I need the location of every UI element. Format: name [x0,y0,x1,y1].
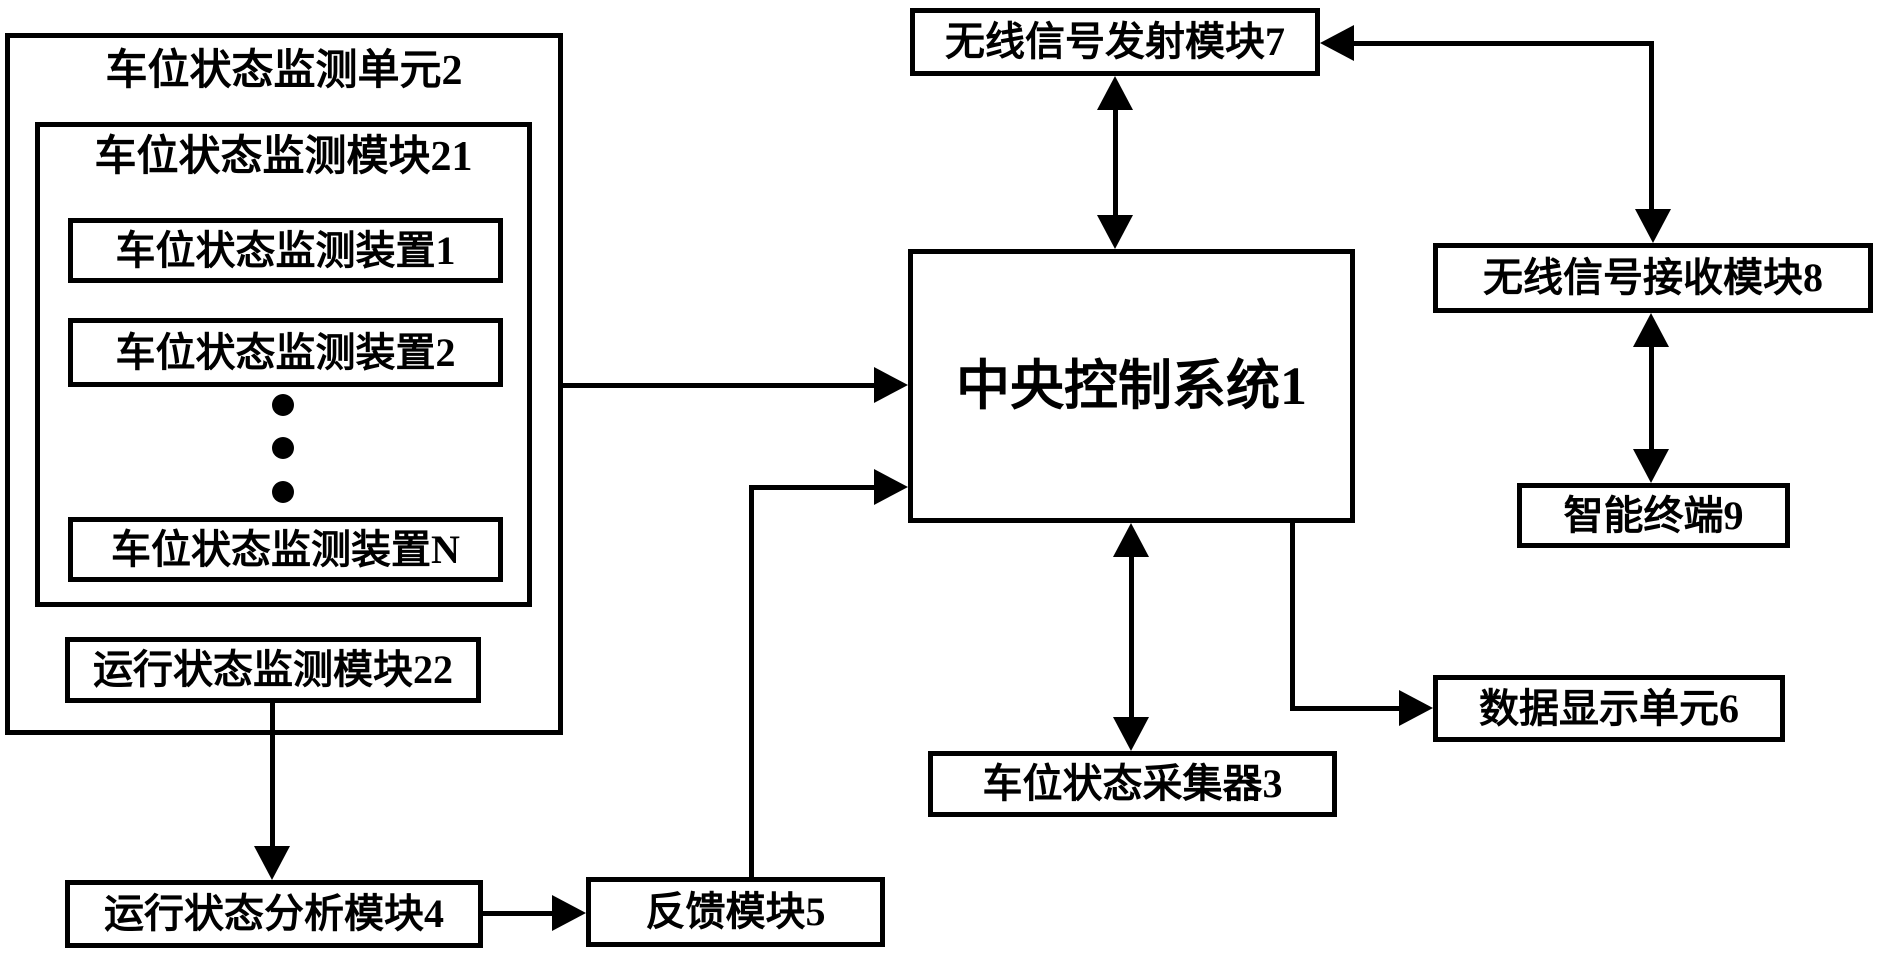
connector-module7-module8-vertical [1649,43,1654,213]
node-module21-label: 车位状态监测模块21 [94,134,473,180]
node-terminal9: 智能终端9 [1517,483,1790,548]
arrowhead-into-central-lower-icon [874,469,908,505]
connector-unit2-central [563,383,874,388]
node-deviceN: 车位状态监测装置N [68,517,503,582]
arrowhead-into-module5-left-icon [552,895,586,931]
connector-central-display6-vertical [1290,523,1295,710]
arrowhead-into-module8-bottom-icon [1633,313,1669,347]
ellipsis-dot-3 [272,481,294,503]
arrowhead-into-module8-top-icon [1635,209,1671,243]
arrowhead-into-central-bottom-icon [1113,523,1149,557]
node-module4: 运行状态分析模块4 [65,880,483,948]
ellipsis-dot-2 [272,437,294,459]
connector-module4-module5 [483,911,552,916]
arrowhead-into-terminal9-top-icon [1633,449,1669,483]
node-device2: 车位状态监测装置2 [68,318,503,387]
node-module8: 无线信号接收模块8 [1433,243,1873,313]
node-unit2-label: 车位状态监测单元2 [105,48,463,94]
ellipsis-dot-1 [272,394,294,416]
arrowhead-into-collector3-top-icon [1113,717,1149,751]
node-module7: 无线信号发射模块7 [910,8,1320,76]
node-collector3: 车位状态采集器3 [928,751,1337,817]
arrowhead-into-module7-bottom-icon [1097,76,1133,110]
arrowhead-into-module4-top-icon [254,846,290,880]
node-central1: 中央控制系统1 [908,249,1355,523]
arrowhead-into-central-upper-icon [874,367,908,403]
connector-module8-terminal9 [1649,344,1654,451]
node-module5: 反馈模块5 [586,877,885,947]
node-display6: 数据显示单元6 [1433,675,1785,742]
arrowhead-into-central-top-icon [1097,215,1133,249]
connector-module5-central-vertical [749,487,754,877]
connector-central-module7 [1113,106,1118,218]
connector-module22-module4 [270,703,275,848]
node-device1: 车位状态监测装置1 [68,218,503,283]
connector-module5-central-horizontal [749,485,874,490]
connector-module7-module8-horizontal [1354,41,1654,46]
connector-central-display6-horizontal [1290,706,1399,711]
connector-central-collector3 [1129,555,1134,719]
arrowhead-into-display6-icon [1399,690,1433,726]
arrowhead-into-module7-right-icon [1320,25,1354,61]
node-module22: 运行状态监测模块22 [65,637,481,703]
